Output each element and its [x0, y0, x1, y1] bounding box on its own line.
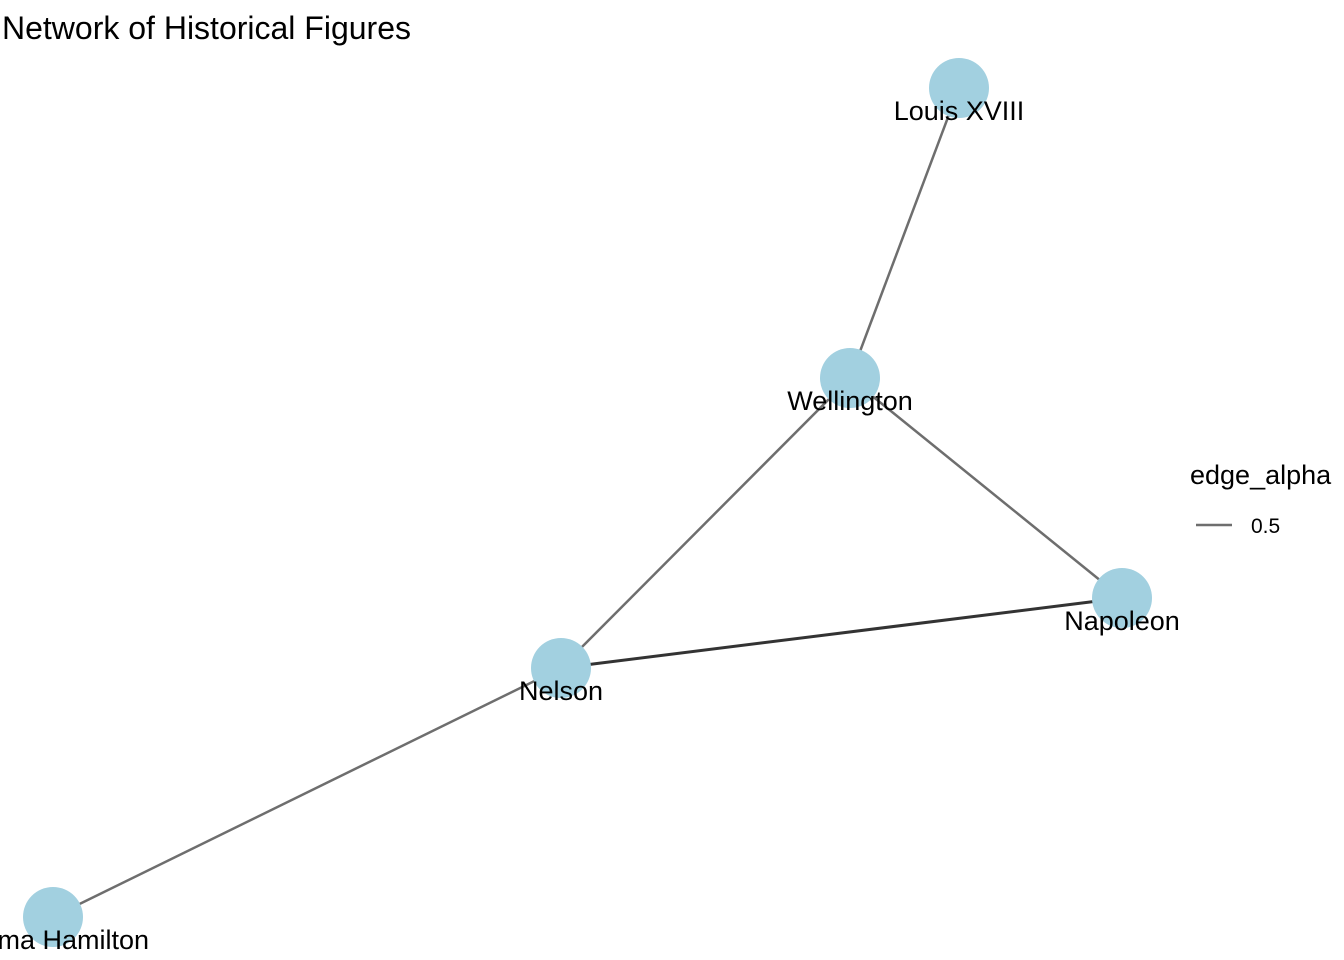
node-label-nelson: Nelson: [519, 676, 603, 706]
node-nelson: [531, 638, 591, 698]
node-wellington: [820, 348, 880, 408]
legend-title: edge_alpha: [1190, 460, 1332, 490]
edge-louis-wellington: [848, 87, 961, 379]
edge-wellington-napoleon: [849, 377, 1123, 599]
edge-nelson-napoleon: [560, 596, 1123, 670]
edge-wellington-nelson: [560, 377, 851, 669]
node-napoleon: [1092, 568, 1152, 628]
node-label-louis: Louis XVIII: [894, 96, 1025, 126]
node-label-wellington: Wellington: [787, 386, 913, 416]
edge-nelson-emma: [52, 666, 562, 919]
legend: edge_alpha 0.5: [1190, 460, 1332, 538]
node-label-napoleon: Napoleon: [1064, 606, 1180, 636]
labels-layer: Louis XVIII WellingtonNapoleonNelsonEmma …: [0, 96, 1180, 955]
node-emma: [23, 887, 83, 947]
edges-layer: [52, 87, 1123, 919]
node-louis: [929, 58, 989, 118]
node-label-emma: Emma Hamilton: [0, 925, 149, 955]
legend-item-label: 0.5: [1251, 515, 1280, 538]
chart-title: Network of Historical Figures: [2, 10, 411, 46]
nodes-layer: [23, 58, 1152, 947]
